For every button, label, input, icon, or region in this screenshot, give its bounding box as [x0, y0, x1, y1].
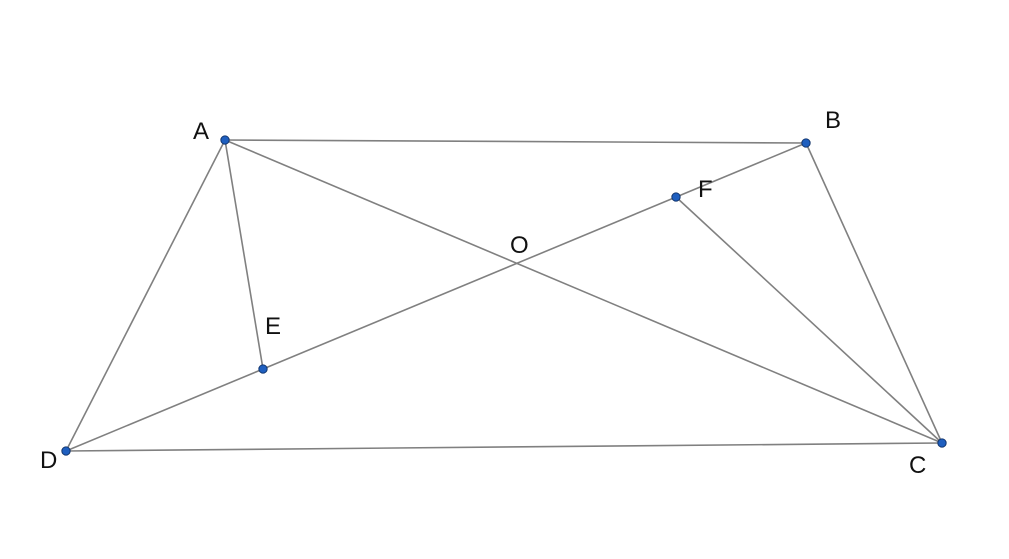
label-O: O: [510, 232, 529, 259]
segment-DA: [65, 139, 226, 452]
label-B: B: [825, 107, 841, 134]
segment-AB: [224, 139, 807, 144]
segment-AC: [224, 139, 943, 444]
point-E: [258, 364, 268, 374]
point-C: [937, 438, 947, 448]
label-C: C: [909, 452, 926, 479]
point-B: [801, 138, 811, 148]
segment-BC: [805, 142, 943, 444]
labels: A B C D E F O: [40, 107, 926, 479]
segments: [65, 139, 943, 452]
points: [61, 135, 947, 456]
point-D: [61, 446, 71, 456]
segment-CF: [675, 196, 943, 444]
label-E: E: [265, 313, 281, 340]
segment-CD: [65, 442, 943, 452]
point-A: [220, 135, 230, 145]
label-A: A: [193, 118, 209, 145]
label-D: D: [40, 447, 57, 474]
point-F: [671, 192, 681, 202]
label-F: F: [698, 176, 713, 203]
segment-DB: [65, 142, 807, 452]
segment-AE: [224, 139, 264, 370]
